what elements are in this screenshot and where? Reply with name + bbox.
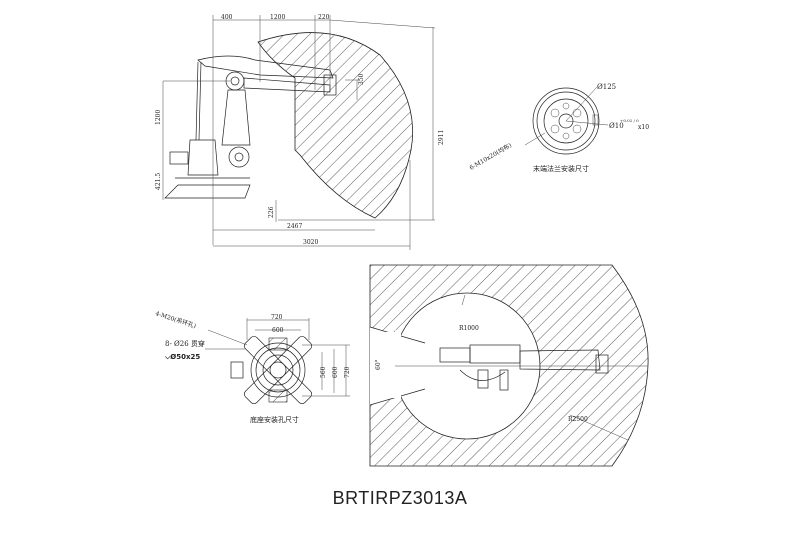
dim-421-5: 421.5 — [155, 173, 162, 190]
base-dim-720-side: 720 — [344, 366, 351, 378]
flange-view: Ø125 Ø10 +0.02 / 0 x10 6-M10x20(均布) 末端法兰… — [468, 83, 649, 173]
flange-bolt-spec: 6-M10x20(均布) — [468, 141, 513, 172]
base-dim-600-side: 600 — [332, 366, 339, 378]
flange-dia-125: Ø125 — [597, 83, 616, 91]
dim-350: 350 — [358, 73, 365, 85]
base-lifting-holes: 4-M20(吊环孔) — [154, 309, 197, 330]
flange-dia-10: Ø10 — [609, 122, 624, 130]
dim-220: 220 — [318, 14, 330, 21]
dim-2467: 2467 — [287, 223, 302, 230]
model-title: BRTIRPZ3013A — [332, 488, 468, 508]
work-envelope-side — [257, 32, 414, 219]
base-view: 720 600 560 600 720 4-M20(吊环孔) 8- Ø26 贯穿… — [154, 309, 351, 424]
dim-400: 400 — [221, 14, 233, 21]
top-view: R1000 R2500 60° — [369, 264, 649, 467]
base-dim-560: 560 — [320, 366, 327, 378]
top-angle: 60° — [375, 359, 382, 370]
flange-caption: 末端法兰安装尺寸 — [533, 164, 589, 173]
top-outer-radius: R2500 — [568, 416, 588, 423]
dimension-lines-side — [162, 15, 436, 250]
dim-226: 226 — [268, 206, 275, 218]
flange-pin-depth: x10 — [638, 124, 649, 131]
base-dim-720-top: 720 — [271, 314, 283, 321]
dim-3020: 3020 — [303, 239, 318, 246]
robot-arm-top — [439, 344, 609, 391]
flange-tolerance: +0.02 / 0 — [620, 118, 639, 123]
base-counterbore: ⌵Ø50x25 — [164, 353, 200, 361]
base-caption: 底座安装孔尺寸 — [250, 415, 299, 424]
dim-2911: 2911 — [438, 130, 445, 145]
base-through-holes: 8- Ø26 贯穿 — [165, 339, 205, 348]
top-inner-radius: R1000 — [459, 325, 479, 332]
dim-1200-top: 1200 — [270, 14, 285, 21]
base-dim-600-top: 600 — [272, 327, 284, 334]
dim-1200-left: 1200 — [155, 110, 162, 125]
side-view: 400 1200 220 1200 421.5 2911 350 226 246… — [155, 14, 445, 250]
